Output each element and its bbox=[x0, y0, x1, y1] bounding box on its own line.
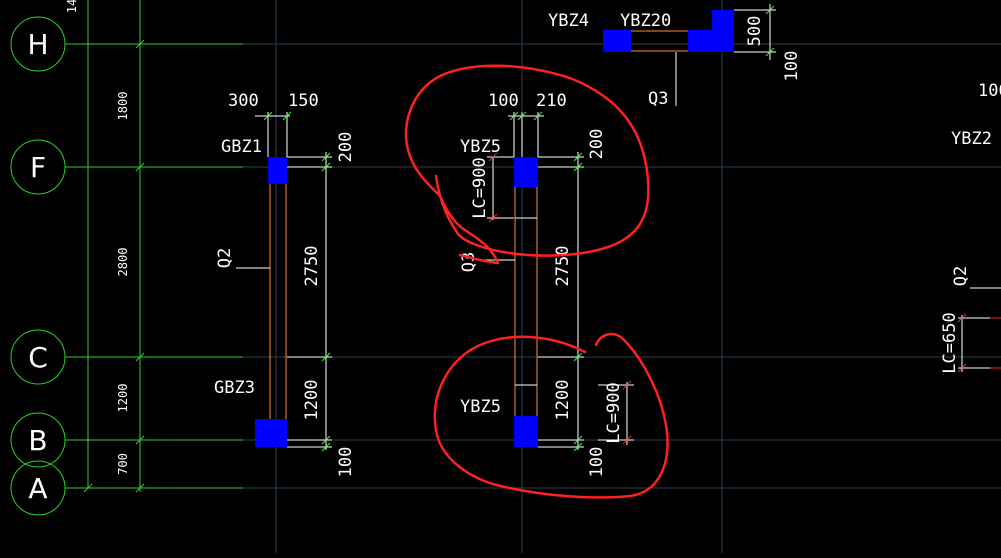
dim-top-100: 100 bbox=[782, 51, 802, 82]
column-ybz4[interactable] bbox=[603, 30, 631, 52]
dim-mid-210: 210 bbox=[536, 91, 567, 111]
side-dim-top: 14 bbox=[65, 0, 79, 13]
column-gbz1[interactable] bbox=[268, 157, 287, 184]
side-dim-ba: 700 bbox=[116, 453, 130, 475]
column-ybz5-bottom[interactable] bbox=[514, 416, 538, 447]
axis-label-c: C bbox=[28, 341, 48, 374]
dim-mid-2750: 2750 bbox=[553, 246, 573, 287]
dim-top-500: 500 bbox=[745, 16, 765, 47]
dim-left-100: 100 bbox=[336, 447, 356, 478]
column-ybz20[interactable] bbox=[688, 10, 734, 52]
wall-middle bbox=[514, 167, 538, 440]
markup-annotations bbox=[404, 64, 669, 499]
side-dim-cb: 1200 bbox=[116, 384, 130, 413]
dim-mid-100-bottom: 100 bbox=[587, 447, 607, 478]
axis-label-f: F bbox=[30, 151, 46, 184]
axis-label-b: B bbox=[28, 424, 47, 457]
lc-top: LC=900 bbox=[470, 157, 490, 218]
dim-left-1200: 1200 bbox=[302, 380, 322, 421]
axis-system bbox=[10, 0, 243, 516]
column-gbz3[interactable] bbox=[255, 419, 287, 447]
wall-left bbox=[269, 167, 287, 440]
dim-left-200: 200 bbox=[336, 132, 356, 163]
side-dim-hf: 1800 bbox=[116, 92, 130, 121]
lc-right: LC=650 bbox=[940, 312, 960, 373]
dim-left-150: 150 bbox=[288, 91, 319, 111]
label-ybz5-top: YBZ5 bbox=[460, 137, 501, 157]
label-gbz3: GBZ3 bbox=[214, 378, 255, 398]
axis-label-a: A bbox=[28, 472, 47, 505]
side-dim-fc: 2800 bbox=[116, 248, 130, 277]
dim-mid-100: 100 bbox=[488, 91, 519, 111]
dim-left-300: 300 bbox=[228, 91, 259, 111]
dim-right-100: 100 bbox=[978, 81, 1001, 101]
label-gbz1: GBZ1 bbox=[221, 137, 262, 157]
axis-label-h: H bbox=[27, 28, 48, 61]
label-q2-right: Q2 bbox=[951, 266, 971, 286]
label-q3-top: Q3 bbox=[648, 89, 668, 109]
column-ybz5-top[interactable] bbox=[514, 157, 538, 187]
grid-lines bbox=[243, 0, 1001, 553]
label-q2-left: Q2 bbox=[215, 248, 235, 268]
label-ybz5-bottom: YBZ5 bbox=[460, 397, 501, 417]
label-ybz4: YBZ4 bbox=[548, 11, 589, 31]
dim-mid-200: 200 bbox=[587, 129, 607, 160]
dim-left-2750: 2750 bbox=[302, 246, 322, 287]
label-ybz20: YBZ20 bbox=[620, 11, 671, 31]
lc-bottom: LC=900 bbox=[604, 382, 624, 443]
dim-mid-1200: 1200 bbox=[553, 380, 573, 421]
label-ybz2: YBZ2 bbox=[951, 129, 992, 149]
